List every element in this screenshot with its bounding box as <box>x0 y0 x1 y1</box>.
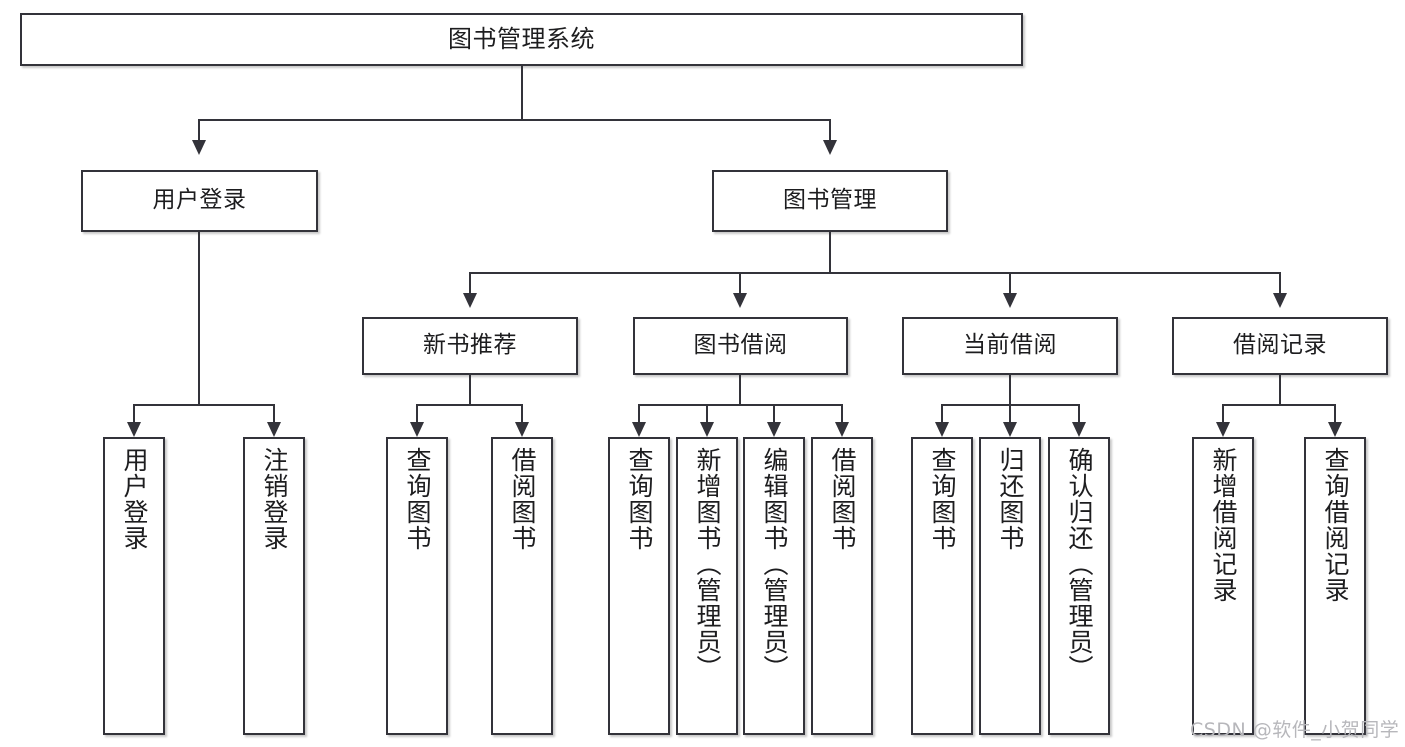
leaf-add-book-label: 新增图书（管理员） <box>693 447 722 681</box>
leaf-return-book[interactable]: 归还图书 <box>979 437 1041 735</box>
connector-book-manage-c2 <box>739 272 741 300</box>
node-book-manage[interactable]: 图书管理 <box>712 170 948 232</box>
connector-root-to-user-login <box>198 119 200 147</box>
leaf-user-logout-label: 注销登录 <box>260 447 289 551</box>
leaf-query-book-3[interactable]: 查询图书 <box>911 437 973 735</box>
arrow-root-to-book-manage <box>823 140 837 155</box>
arrow-book-manage-c1 <box>463 293 477 308</box>
arrow-bb-leaf3 <box>767 422 781 437</box>
arrow-cb-leaf2 <box>1003 422 1017 437</box>
leaf-user-logout[interactable]: 注销登录 <box>243 437 305 735</box>
connector-book-manage-c1 <box>469 272 471 300</box>
arrow-book-manage-c4 <box>1273 293 1287 308</box>
connector-user-login-bus <box>133 404 273 406</box>
node-borrow-record[interactable]: 借阅记录 <box>1172 317 1388 375</box>
connector-root-stem <box>521 66 523 119</box>
leaf-return-book-label: 归还图书 <box>996 447 1025 551</box>
connector-nbr-leaf1 <box>416 404 418 429</box>
node-borrow-record-label: 借阅记录 <box>1233 332 1327 359</box>
connector-bb-leaf2 <box>706 404 708 429</box>
leaf-query-book-2-label: 查询图书 <box>625 447 654 551</box>
leaf-add-record[interactable]: 新增借阅记录 <box>1192 437 1254 735</box>
connector-cb-leaf2 <box>1009 404 1011 429</box>
connector-user-login-leaf1 <box>133 404 135 429</box>
leaf-confirm-return[interactable]: 确认归还（管理员） <box>1048 437 1110 735</box>
connector-book-manage-bus <box>469 272 1281 274</box>
leaf-borrow-book-1[interactable]: 借阅图书 <box>491 437 553 735</box>
connector-nbr-leaf2 <box>521 404 523 429</box>
leaf-borrow-book-2-label: 借阅图书 <box>828 447 857 551</box>
leaf-query-record[interactable]: 查询借阅记录 <box>1304 437 1366 735</box>
arrow-user-login-leaf1 <box>127 422 141 437</box>
leaf-confirm-return-label: 确认归还（管理员） <box>1065 447 1094 681</box>
connector-nbr-stem <box>469 375 471 404</box>
arrow-br-leaf2 <box>1328 422 1342 437</box>
connector-br-bus <box>1222 404 1336 406</box>
connector-cb-leaf3 <box>1078 404 1080 429</box>
node-new-book-recommend[interactable]: 新书推荐 <box>362 317 578 375</box>
connector-bb-leaf3 <box>773 404 775 429</box>
connector-bb-stem <box>739 375 741 404</box>
connector-br-stem <box>1279 375 1281 404</box>
leaf-add-book[interactable]: 新增图书（管理员） <box>676 437 738 735</box>
arrow-book-manage-c2 <box>733 293 747 308</box>
connector-user-login-leaf2 <box>273 404 275 429</box>
arrow-root-to-user-login <box>192 140 206 155</box>
arrow-cb-leaf1 <box>935 422 949 437</box>
arrow-bb-leaf4 <box>835 422 849 437</box>
connector-bb-bus <box>638 404 843 406</box>
arrow-cb-leaf3 <box>1072 422 1086 437</box>
leaf-query-book-2[interactable]: 查询图书 <box>608 437 670 735</box>
connector-br-leaf1 <box>1222 404 1224 429</box>
node-root[interactable]: 图书管理系统 <box>20 13 1023 66</box>
node-book-manage-label: 图书管理 <box>783 187 877 214</box>
leaf-query-record-label: 查询借阅记录 <box>1321 447 1350 603</box>
arrow-br-leaf1 <box>1216 422 1230 437</box>
node-current-borrow-label: 当前借阅 <box>963 332 1057 359</box>
node-current-borrow[interactable]: 当前借阅 <box>902 317 1118 375</box>
arrow-nbr-leaf2 <box>515 422 529 437</box>
leaf-borrow-book-1-label: 借阅图书 <box>508 447 537 551</box>
arrow-book-manage-c3 <box>1003 293 1017 308</box>
connector-book-manage-stem <box>829 232 831 272</box>
watermark: CSDN @软件_小贺同学 <box>1190 719 1400 741</box>
connector-cb-stem <box>1009 375 1011 404</box>
leaf-add-record-label: 新增借阅记录 <box>1209 447 1238 603</box>
node-book-borrow[interactable]: 图书借阅 <box>633 317 848 375</box>
leaf-user-login-label: 用户登录 <box>120 447 149 551</box>
connector-bb-leaf4 <box>841 404 843 429</box>
leaf-borrow-book-2[interactable]: 借阅图书 <box>811 437 873 735</box>
arrow-user-login-leaf2 <box>267 422 281 437</box>
leaf-user-login[interactable]: 用户登录 <box>103 437 165 735</box>
leaf-query-book-1-label: 查询图书 <box>403 447 432 551</box>
connector-book-manage-c4 <box>1279 272 1281 300</box>
node-root-label: 图书管理系统 <box>448 25 595 54</box>
arrow-bb-leaf1 <box>632 422 646 437</box>
leaf-edit-book-label: 编辑图书（管理员） <box>760 447 789 681</box>
node-user-login-label: 用户登录 <box>152 187 247 214</box>
connector-root-bus <box>198 119 831 121</box>
connector-book-manage-c3 <box>1009 272 1011 300</box>
arrow-nbr-leaf1 <box>410 422 424 437</box>
node-new-book-recommend-label: 新书推荐 <box>423 332 517 359</box>
connector-root-to-book-manage <box>829 119 831 147</box>
node-user-login[interactable]: 用户登录 <box>81 170 318 232</box>
connector-bb-leaf1 <box>638 404 640 429</box>
node-book-borrow-label: 图书借阅 <box>693 332 788 359</box>
leaf-edit-book[interactable]: 编辑图书（管理员） <box>743 437 805 735</box>
leaf-query-book-1[interactable]: 查询图书 <box>386 437 448 735</box>
arrow-bb-leaf2 <box>700 422 714 437</box>
connector-user-login-stem <box>198 232 200 404</box>
connector-br-leaf2 <box>1334 404 1336 429</box>
connector-cb-leaf1 <box>941 404 943 429</box>
leaf-query-book-3-label: 查询图书 <box>928 447 957 551</box>
connector-nbr-bus <box>416 404 522 406</box>
